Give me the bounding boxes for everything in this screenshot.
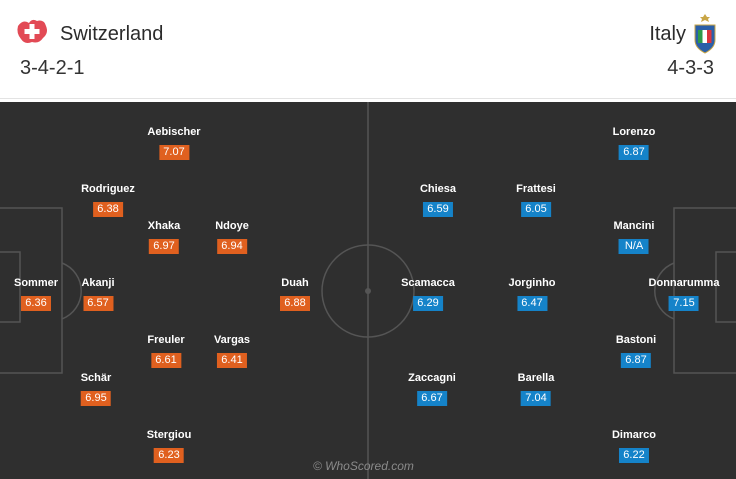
player-name: Duah bbox=[281, 277, 309, 289]
player-mancini[interactable]: Mancini N/A bbox=[613, 220, 655, 254]
player-name: Lorenzo bbox=[612, 126, 656, 138]
player-rating: 6.23 bbox=[154, 448, 184, 463]
player-freuler[interactable]: Freuler 6.61 bbox=[147, 334, 185, 368]
player-name: Rodriguez bbox=[81, 183, 135, 195]
away-formation: 4-3-3 bbox=[667, 57, 714, 79]
player-name: Zaccagni bbox=[408, 372, 456, 384]
player-rating: 6.47 bbox=[517, 296, 547, 311]
home-formation: 3-4-2-1 bbox=[20, 57, 85, 79]
player-aebischer[interactable]: Aebischer 7.07 bbox=[147, 126, 201, 160]
player-name: Bastoni bbox=[615, 334, 657, 346]
player-name: Scamacca bbox=[401, 277, 455, 289]
player-zaccagni[interactable]: Zaccagni 6.67 bbox=[408, 372, 456, 406]
player-stergiou[interactable]: Stergiou 6.23 bbox=[146, 429, 192, 463]
player-rating: 6.59 bbox=[422, 202, 453, 217]
player-jorginho[interactable]: Jorginho 6.47 bbox=[508, 277, 556, 311]
watermark: © WhoScored.com bbox=[313, 459, 414, 473]
pitch-markings bbox=[0, 102, 736, 479]
player-rating: 7.04 bbox=[520, 391, 551, 406]
player-rating: 6.97 bbox=[148, 239, 179, 254]
player-ndoye[interactable]: Ndoye 6.94 bbox=[215, 220, 249, 254]
player-name: Frattesi bbox=[516, 183, 556, 195]
player-rating: 6.95 bbox=[80, 391, 111, 406]
player-rating: 6.87 bbox=[621, 353, 651, 368]
player-rating: 6.38 bbox=[93, 202, 123, 217]
player-rating: 6.87 bbox=[619, 145, 649, 160]
player-name: Freuler bbox=[147, 334, 185, 346]
player-name: Aebischer bbox=[147, 126, 201, 138]
player-lorenzo[interactable]: Lorenzo 6.87 bbox=[612, 126, 656, 160]
player-scamacca[interactable]: Scamacca 6.29 bbox=[401, 277, 455, 311]
player-rating: 6.05 bbox=[521, 202, 551, 217]
player-name: Akanji bbox=[81, 277, 115, 289]
player-akanji[interactable]: Akanji 6.57 bbox=[81, 277, 115, 311]
player-bastoni[interactable]: Bastoni 6.87 bbox=[616, 334, 656, 368]
player-name: Mancini bbox=[613, 220, 655, 232]
player-rating: 6.67 bbox=[417, 391, 447, 406]
player-donnarumma[interactable]: Donnarumma 7.15 bbox=[648, 277, 720, 311]
figc-shield-icon bbox=[692, 14, 718, 59]
player-name: Dimarco bbox=[611, 429, 657, 441]
player-schar[interactable]: Schär 6.95 bbox=[80, 372, 112, 406]
player-rating: 6.36 bbox=[21, 296, 51, 311]
player-rating: 6.22 bbox=[619, 448, 649, 463]
player-name: Vargas bbox=[213, 334, 251, 346]
player-rating: 6.88 bbox=[280, 296, 310, 311]
player-rating: 6.94 bbox=[217, 239, 247, 254]
player-xhaka[interactable]: Xhaka 6.97 bbox=[148, 220, 180, 254]
player-name: Sommer bbox=[13, 277, 59, 289]
player-sommer[interactable]: Sommer 6.36 bbox=[14, 277, 58, 311]
swiss-cross-icon bbox=[14, 14, 50, 55]
player-rating: N/A bbox=[618, 239, 649, 254]
player-barella[interactable]: Barella 7.04 bbox=[517, 372, 555, 406]
away-team-name: Italy bbox=[649, 23, 686, 45]
player-rating: 6.41 bbox=[217, 353, 247, 368]
player-rating: 6.57 bbox=[82, 296, 113, 311]
player-name: Xhaka bbox=[147, 220, 181, 232]
player-name: Donnarumma bbox=[648, 277, 720, 289]
player-dimarco[interactable]: Dimarco 6.22 bbox=[612, 429, 656, 463]
player-name: Barella bbox=[517, 372, 555, 384]
player-name: Stergiou bbox=[146, 429, 192, 441]
player-rating: 6.61 bbox=[150, 353, 181, 368]
player-vargas[interactable]: Vargas 6.41 bbox=[214, 334, 250, 368]
pitch: Aebischer 7.07 Rodriguez 6.38 Xhaka 6.97… bbox=[0, 102, 736, 479]
player-name: Ndoye bbox=[215, 220, 249, 232]
player-rating: 7.07 bbox=[158, 145, 189, 160]
player-rating: 6.29 bbox=[412, 296, 443, 311]
player-name: Schär bbox=[80, 372, 112, 384]
match-header: Switzerland 3-4-2-1 Italy 4-3-3 bbox=[0, 0, 736, 99]
player-name: Jorginho bbox=[508, 277, 556, 289]
player-frattesi[interactable]: Frattesi 6.05 bbox=[516, 183, 556, 217]
player-chiesa[interactable]: Chiesa 6.59 bbox=[420, 183, 456, 217]
player-name: Chiesa bbox=[419, 183, 457, 195]
home-team-name: Switzerland bbox=[60, 23, 164, 45]
player-duah[interactable]: Duah 6.88 bbox=[280, 277, 310, 311]
player-rating: 7.15 bbox=[669, 296, 699, 311]
player-rodriguez[interactable]: Rodriguez 6.38 bbox=[81, 183, 135, 217]
